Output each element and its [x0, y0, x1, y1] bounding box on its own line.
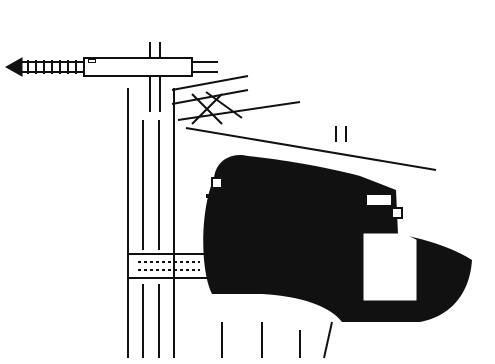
arrow-right-icon	[206, 188, 230, 204]
line-to-shinagawa	[149, 42, 161, 112]
venue-building	[203, 154, 472, 322]
small-hall-entrance-box	[365, 193, 393, 207]
reception-marker	[335, 126, 347, 142]
elevator-icon	[391, 207, 403, 219]
elevator-icon	[211, 177, 223, 189]
tokyu-station-label	[88, 59, 96, 63]
small-hall-box	[363, 233, 417, 301]
jr-railway-line	[127, 88, 175, 358]
tokyu-station-block	[83, 57, 193, 77]
toseijiyu-passage	[128, 253, 208, 279]
building-supports	[221, 321, 333, 359]
road-east	[171, 75, 437, 171]
